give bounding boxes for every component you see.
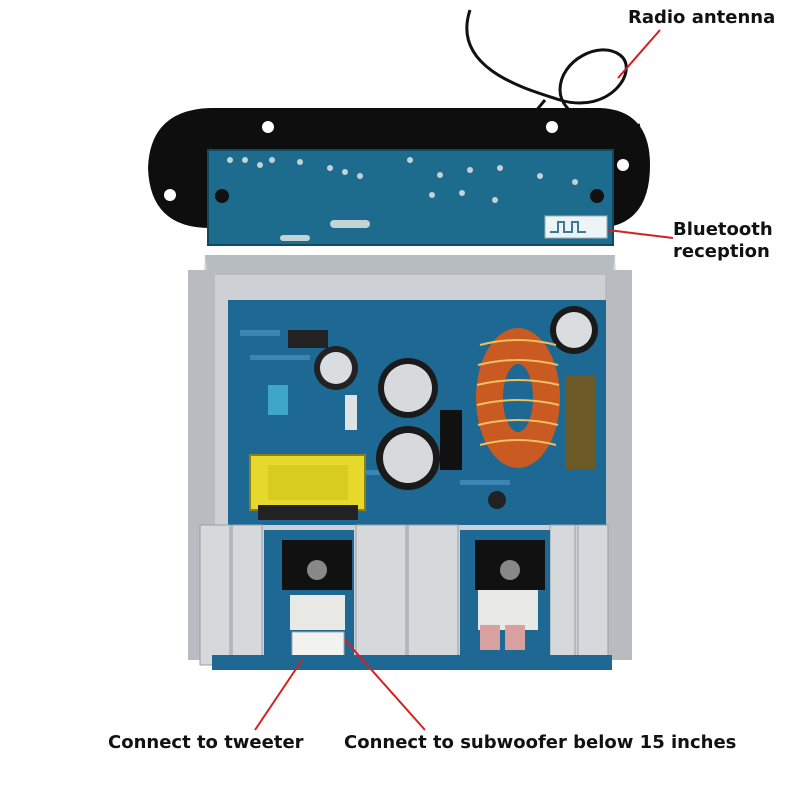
tweeter-connection-label: Connect to tweeter (108, 732, 304, 753)
bluetooth-reception-label: Bluetooth reception (673, 219, 773, 263)
subwoofer-leader-line (344, 639, 426, 731)
control-pcb (207, 149, 614, 246)
subwoofer-connection-label: Connect to subwoofer below 15 inches (344, 732, 737, 753)
toroid-coil (476, 328, 560, 468)
tweeter-terminal (291, 631, 345, 658)
tweeter-leader-line (254, 659, 303, 731)
bluetooth-label-line1: Bluetooth (673, 219, 773, 240)
amp-channel-tweeter (264, 530, 354, 670)
heatsink-fins (199, 524, 609, 666)
bluetooth-label-line2: reception (673, 241, 770, 262)
bluetooth-module (544, 215, 608, 239)
amp-channel-subwoofer (460, 530, 550, 670)
radio-antenna-label: Radio antenna (628, 7, 776, 28)
power-pcb (228, 300, 606, 525)
antenna-leader-line (617, 29, 661, 79)
antenna-wire (465, 9, 641, 130)
bluetooth-leader-line (607, 229, 674, 239)
